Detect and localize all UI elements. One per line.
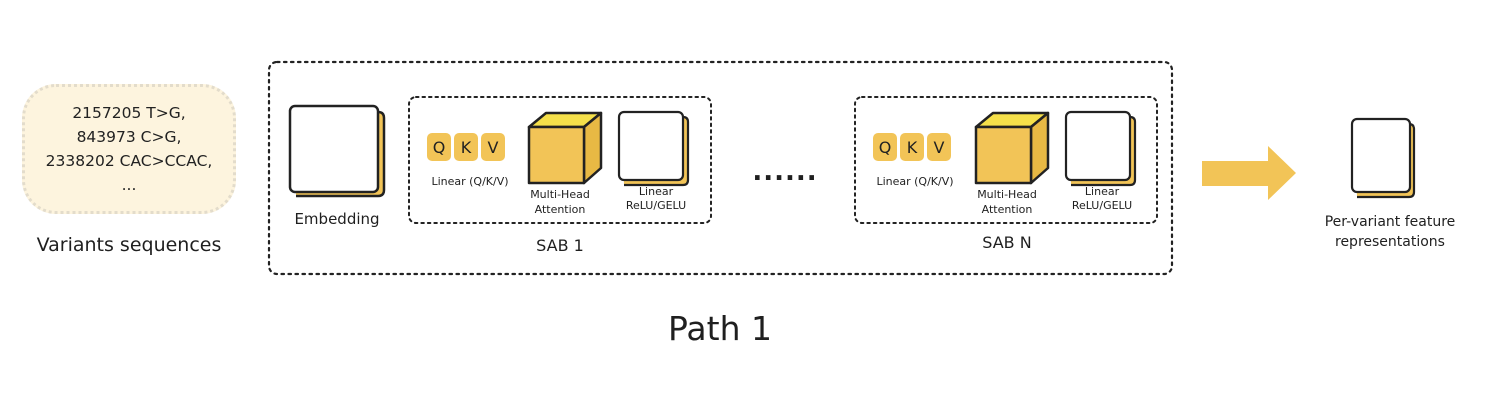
variant-line: 843973 C>G, — [76, 128, 182, 146]
linear-card-icon-n — [1064, 110, 1137, 187]
sab-1-frame — [408, 96, 712, 224]
attention-label-line-1: Multi-Head — [530, 188, 590, 201]
variant-line: ... — [121, 176, 137, 194]
output-label-line-1: Per-variant feature — [1324, 214, 1456, 230]
sab-n-frame — [854, 96, 1158, 224]
ellipsis: ...... — [752, 157, 818, 187]
variants-label: Variants sequences — [36, 234, 222, 256]
k-chip: K — [454, 133, 478, 161]
q-chip: Q — [427, 133, 451, 161]
flow-arrow-icon — [1202, 146, 1296, 200]
variant-line: 2157205 T>G, — [72, 104, 186, 122]
v-chip: V — [481, 133, 505, 161]
variants-input-box: 2157205 T>G, 843973 C>G, 2338202 CAC>CCA… — [22, 84, 236, 214]
linear-qkv-label: Linear (Q/K/V) — [431, 175, 509, 188]
ffn-label-line-2: ReLU/GELU — [1071, 199, 1133, 212]
ffn-label-line-2: ReLU/GELU — [625, 199, 687, 212]
v-chip: V — [927, 133, 951, 161]
output-card-icon — [1350, 117, 1416, 199]
embedding-card-icon — [288, 104, 386, 198]
ffn-label-line-1: Linear — [1084, 185, 1120, 198]
path-frame — [267, 60, 1174, 276]
variant-line: 2338202 CAC>CCAC, — [45, 152, 213, 170]
linear-card-icon-1 — [617, 110, 690, 187]
attention-label-line-1: Multi-Head — [977, 188, 1037, 201]
path-title: Path 1 — [668, 309, 772, 348]
sab-1-title: SAB 1 — [536, 236, 584, 255]
q-chip: Q — [873, 133, 897, 161]
attention-label-line-2: Attention — [534, 203, 586, 216]
k-chip: K — [900, 133, 924, 161]
attention-cube-icon-1 — [527, 111, 603, 185]
attention-cube-icon-n — [974, 111, 1050, 185]
ffn-label-line-1: Linear — [638, 185, 674, 198]
attention-label-line-2: Attention — [981, 203, 1033, 216]
output-label-line-2: representations — [1335, 234, 1445, 250]
sab-n-title: SAB N — [982, 233, 1032, 252]
linear-qkv-label: Linear (Q/K/V) — [876, 175, 954, 188]
embedding-label: Embedding — [294, 210, 380, 228]
